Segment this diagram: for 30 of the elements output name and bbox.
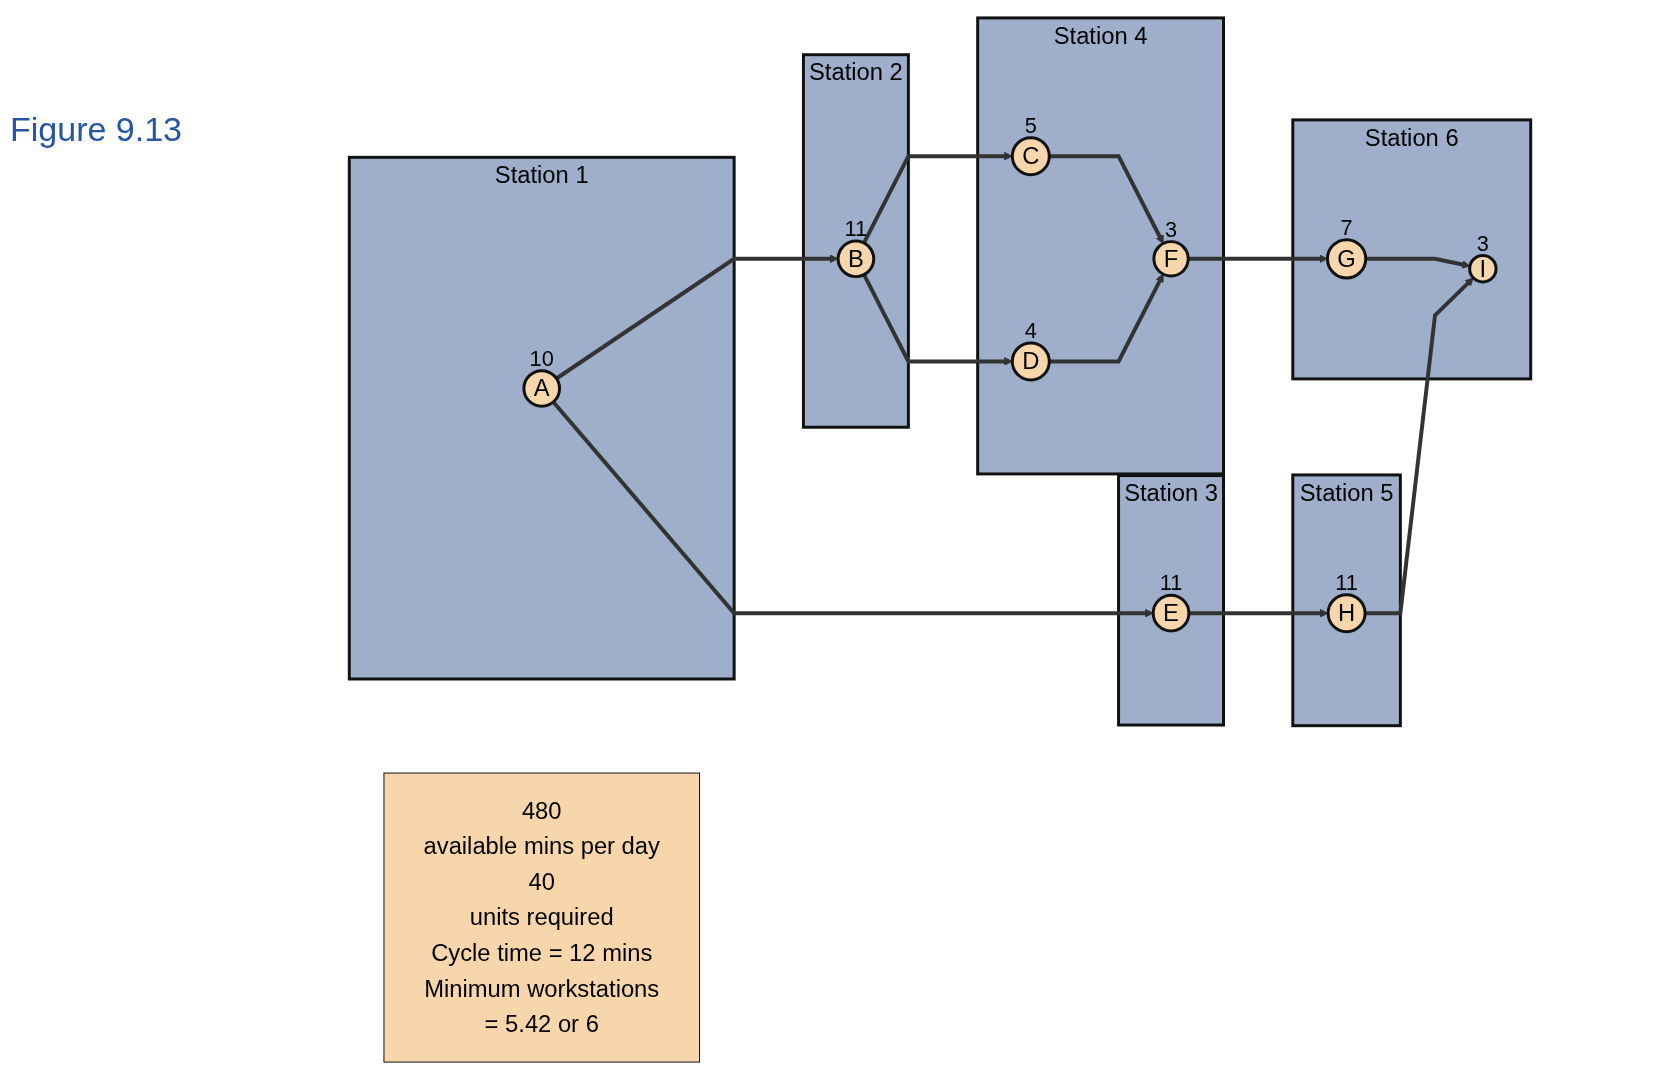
figure-title: Figure 9.13	[10, 110, 182, 149]
node-circle: B	[836, 239, 876, 279]
arrow	[1049, 154, 1164, 244]
duration-label: 11	[1159, 570, 1183, 596]
arrow	[862, 273, 1013, 366]
arrow	[1049, 273, 1164, 364]
node-circle: E	[1151, 593, 1191, 633]
duration-label: 3	[1165, 216, 1178, 242]
duration-label: 5	[1024, 112, 1037, 138]
duration-label: 11	[844, 216, 868, 241]
arrow	[1188, 254, 1328, 264]
duration-label: 10	[529, 345, 554, 371]
node-circle: F	[1152, 240, 1190, 278]
arrow	[1365, 277, 1474, 616]
arrow	[551, 400, 1154, 618]
duration-label: 3	[1476, 230, 1489, 256]
node-circle: C	[1010, 136, 1051, 177]
node-box: 480 available mins per day 40 units required Cycle time = 12 mins Minimum workstations = 5.42 or 6	[383, 772, 700, 1063]
arrow	[1365, 256, 1471, 269]
duration-label: 11	[1335, 569, 1358, 595]
node-circle: D	[1010, 341, 1051, 382]
arrow	[862, 151, 1013, 244]
node-circle: A	[522, 369, 562, 408]
arrow	[555, 254, 839, 381]
duration-label: 4	[1024, 318, 1037, 343]
duration-label: 7	[1340, 214, 1353, 240]
node-circle: G	[1325, 238, 1368, 280]
node-circle: H	[1326, 593, 1367, 634]
node-circle: I	[1468, 254, 1498, 284]
arrow	[1188, 608, 1329, 618]
